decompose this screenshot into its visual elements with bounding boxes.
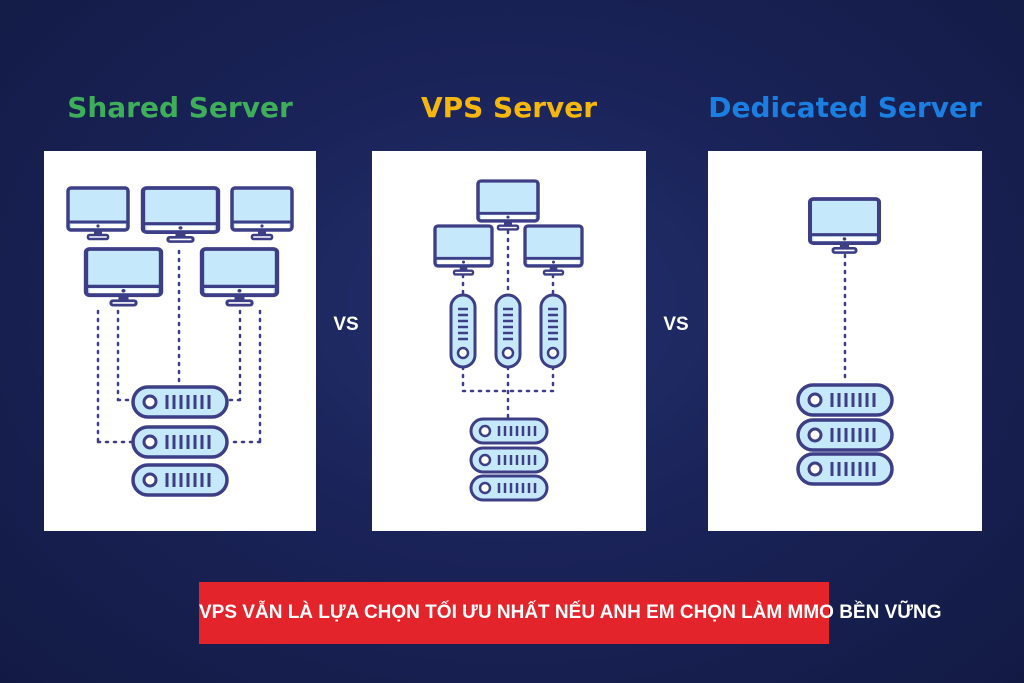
server-rack-icon (796, 383, 894, 417)
conclusion-banner: VPS VẪN LÀ LỰA CHỌN TỐI ƯU NHẤT NẾU ANH … (199, 582, 942, 644)
server-rack-icon (469, 446, 549, 474)
monitor-icon (523, 224, 584, 277)
monitor-icon (86, 249, 161, 305)
monitor-icon (143, 188, 218, 242)
shared-server-title: Shared Server (67, 91, 293, 124)
server-rack-icon (131, 425, 229, 459)
vertical-server-icon (539, 293, 567, 369)
vertical-server-icon (449, 293, 477, 369)
dedicated-server-panel (708, 151, 982, 531)
vps-server-panel (372, 151, 646, 531)
vertical-server-icon (494, 293, 522, 369)
server-rack-icon (796, 452, 894, 486)
dedicated-server-diagram (796, 151, 894, 486)
monitor-icon (476, 179, 540, 232)
shared-connection-lines (96, 249, 262, 444)
vps-server-title: VPS Server (420, 91, 598, 124)
server-rack-icon (469, 417, 549, 445)
vs-label: VS (663, 314, 689, 335)
shared-server-panel (44, 151, 316, 531)
vps-server-diagram (433, 179, 584, 502)
vps-connection-lines (461, 229, 555, 421)
monitor-icon (202, 249, 277, 305)
monitor-icon (810, 199, 879, 253)
vs-label: VS (333, 314, 359, 335)
server-rack-icon (796, 418, 894, 452)
dedicated-server-title: Dedicated Server (708, 91, 982, 124)
shared-server-diagram (66, 151, 294, 497)
monitor-icon (66, 186, 130, 241)
monitor-icon (433, 224, 494, 277)
server-rack-icon (131, 385, 229, 419)
monitor-icon (230, 186, 294, 241)
server-rack-icon (131, 463, 229, 497)
server-rack-icon (469, 474, 549, 502)
